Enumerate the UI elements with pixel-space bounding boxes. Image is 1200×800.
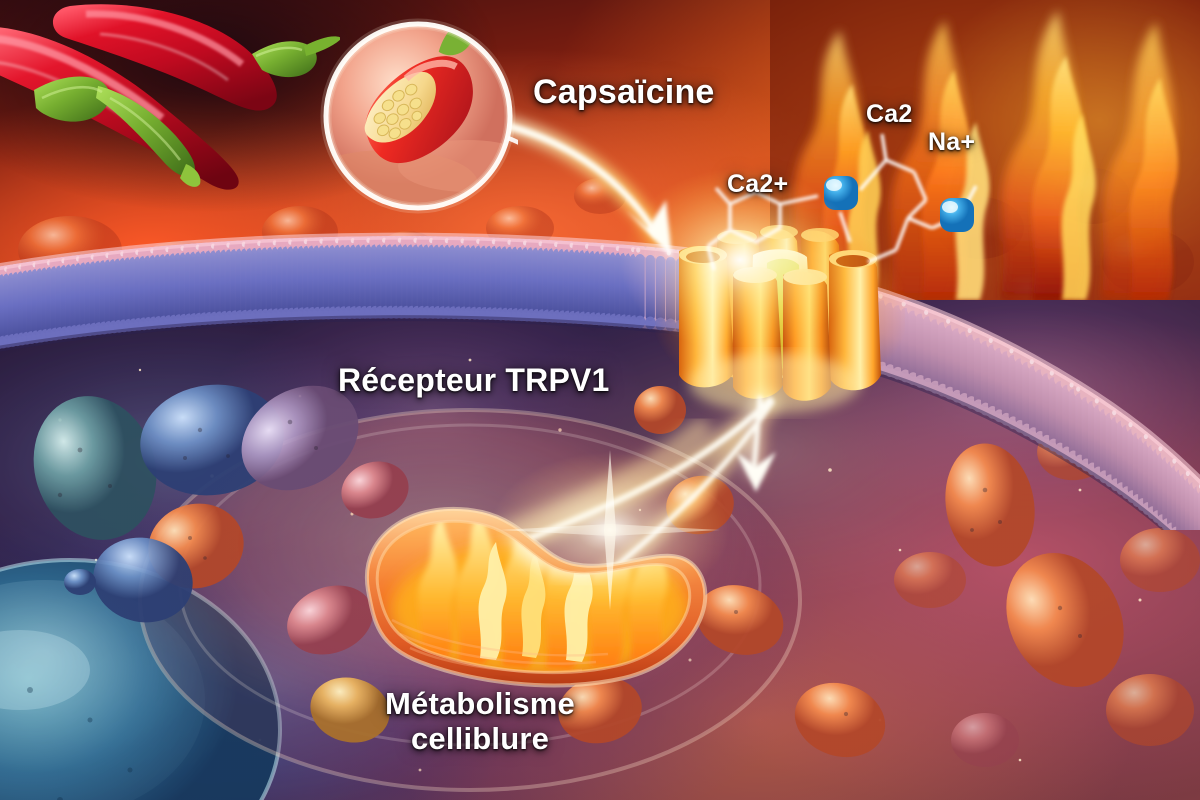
flame-glow [770, 0, 1200, 320]
label-ion-na: Na+ [928, 128, 976, 156]
extracellular-vesicles [18, 168, 1194, 328]
label-ion-ca2-plus: Ca2+ [727, 170, 789, 198]
label-ion-ca2: Ca2 [866, 100, 913, 128]
label-metabolism: Métabolisme celliblure [355, 686, 605, 757]
vesicle-group-right [894, 419, 1200, 767]
ion-molecule-diagram [706, 133, 978, 271]
label-metabolism-line2: celliblure [410, 721, 550, 757]
top-left-vignette [0, 0, 560, 230]
down-arrowhead [736, 452, 776, 492]
flame-field [770, 0, 1200, 300]
organelle-teal [0, 558, 282, 800]
arrowhead [626, 200, 672, 258]
mitochondrion-flare [490, 450, 730, 610]
extracellular-space [0, 0, 1200, 360]
label-receptor-trpv1: Récepteur TRPV1 [338, 362, 610, 398]
mitochondrion [364, 506, 708, 688]
pepper-lower [0, 27, 239, 190]
trpv1-receptor [655, 215, 905, 413]
label-capsaicine: Capsaïcine [533, 73, 715, 111]
label-metabolism-line1: Métabolisme [385, 686, 575, 721]
magnifier-inset [320, 18, 518, 214]
cell-membrane [0, 232, 1200, 530]
ion-spheres [824, 176, 974, 232]
pepper-upper [52, 4, 340, 111]
chili-peppers [0, 4, 340, 190]
vesicle-group-left [33, 384, 359, 623]
